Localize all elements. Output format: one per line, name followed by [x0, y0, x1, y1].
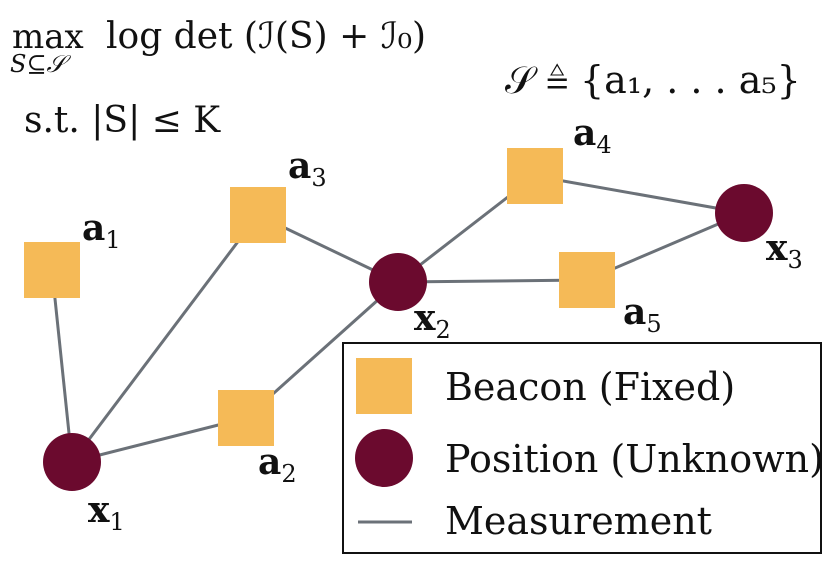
constraint-expression: s.t. |S| ≤ K [24, 100, 221, 141]
beacon-a2 [218, 390, 274, 446]
beacons [24, 148, 615, 446]
positions [43, 184, 773, 491]
label-a2: a2 [258, 441, 297, 488]
edge-a2-x1 [71, 416, 247, 464]
label-a4: a4 [573, 112, 612, 159]
node-labels: a1 a2 a3 a4 a5 x1 x2 x3 [82, 112, 803, 536]
beacon-a3 [230, 187, 286, 243]
set-definition: 𝒮 ≜ {a₁, . . . a₅} [505, 58, 801, 102]
legend-position-label: Position (Unknown) [445, 437, 824, 481]
label-a5: a5 [623, 291, 662, 338]
position-x2 [369, 253, 427, 311]
label-x3: x3 [766, 227, 803, 274]
edge-a3-x1 [70, 214, 260, 463]
beacon-a5 [559, 252, 615, 308]
beacon-a1 [24, 242, 80, 298]
edge-a1-x1 [50, 269, 74, 463]
legend-position-swatch [355, 429, 413, 487]
optimization-formula: max S⊆𝒮 log det (ℐ(S) + ℐ₀) s.t. |S| ≤ K… [10, 16, 801, 141]
label-x2: x2 [414, 297, 451, 344]
edge-a4-x3 [534, 174, 745, 215]
legend-beacon-swatch [356, 358, 412, 414]
label-a1: a1 [82, 207, 121, 254]
position-x3 [715, 184, 773, 242]
max-subscript: S⊆𝒮 [10, 50, 72, 78]
edge-a5-x2 [397, 278, 588, 284]
legend: Beacon (Fixed) Position (Unknown) Measur… [342, 342, 824, 554]
label-x1: x1 [88, 489, 125, 536]
label-a3: a3 [288, 145, 327, 192]
legend-measurement-label: Measurement [445, 499, 712, 543]
beacon-a4 [507, 148, 563, 204]
position-x1 [43, 433, 101, 491]
legend-beacon-label: Beacon (Fixed) [445, 365, 735, 409]
max-operator: max [12, 17, 84, 57]
objective-expression: log det (ℐ(S) + ℐ₀) [106, 16, 426, 57]
legend-box [342, 342, 822, 554]
